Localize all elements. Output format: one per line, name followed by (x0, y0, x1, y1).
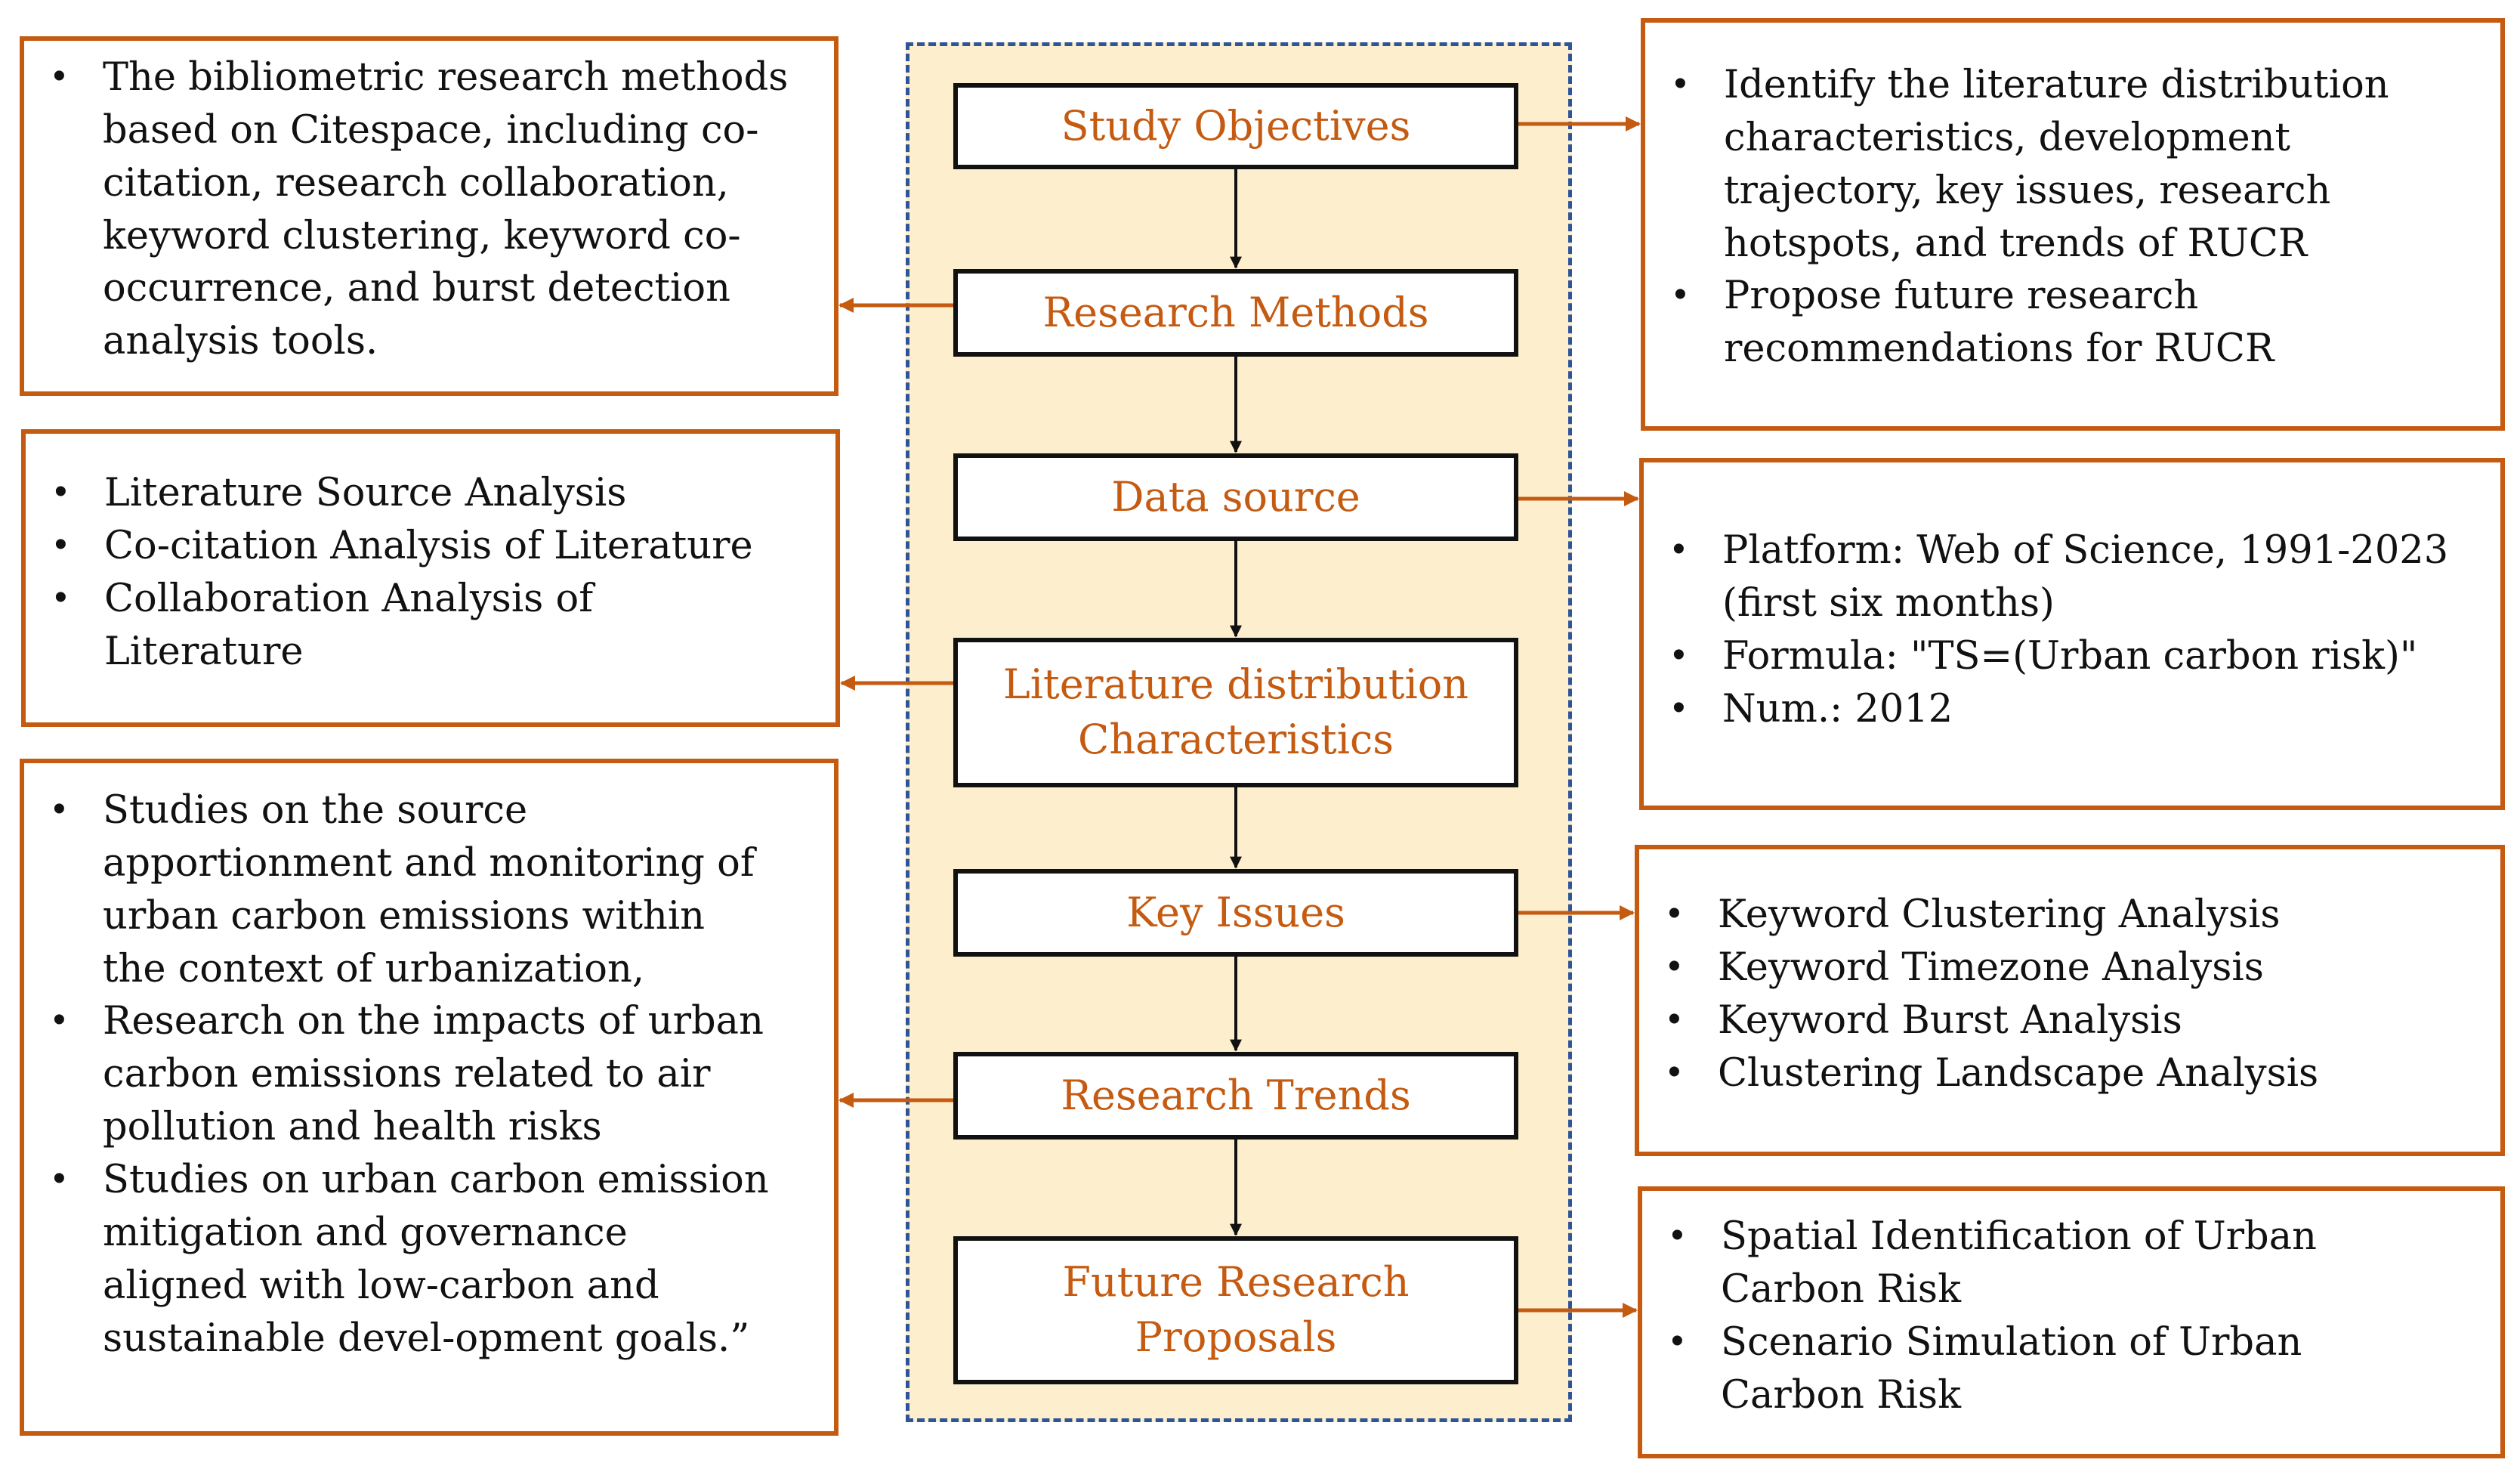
bullet-list: Spatial Identification of Urban Carbon R… (1642, 1211, 2500, 1421)
bullet-item: The bibliometric research methods based … (24, 51, 834, 368)
bullet-list: Keyword Clustering Analysis Keyword Time… (1639, 889, 2500, 1099)
bullet-item: Keyword Burst Analysis (1639, 994, 2500, 1047)
bullet-item: Num.: 2012 (1644, 683, 2500, 736)
step-label-line: Research Trends (1061, 1071, 1411, 1119)
step-label-line: Data source (1111, 472, 1360, 521)
bullet-line: Carbon Risk (1721, 1266, 1962, 1312)
bullet-item: Studies on the source apportionment and … (24, 784, 834, 995)
bullet-item: Co-citation Analysis of Literature (26, 520, 835, 573)
bullet-item: Keyword Clustering Analysis (1639, 889, 2500, 942)
bullet-line: recommendations for RUCR (1724, 326, 2274, 372)
bullet-item: Research on the impacts of urban carbon … (24, 995, 834, 1154)
bullet-list: Platform: Web of Science, 1991-2023 (fir… (1644, 524, 2500, 735)
bullet-item: Keyword Timezone Analysis (1639, 942, 2500, 994)
bullet-line: hotspots, and trends of RUCR (1724, 221, 2308, 266)
step-label-line: Proposals (1135, 1313, 1337, 1361)
bullet-line: Platform: Web of Science, 1991-2023 (1722, 528, 2449, 573)
bullet-line: Spatial Identification of Urban (1721, 1214, 2317, 1259)
bullet-line: (first six months) (1722, 580, 2055, 626)
bullet-line: apportionment and monitoring of (103, 840, 755, 886)
bullet-line: the context of urbanization, (103, 946, 645, 991)
note-future-proposals: Spatial Identification of Urban Carbon R… (1638, 1186, 2505, 1458)
step-label-line: Literature distribution (1002, 660, 1469, 709)
bullet-line: Num.: 2012 (1722, 686, 1953, 731)
step-literature-distribution: Literature distribution Characteristics (953, 638, 1518, 787)
bullet-list: Identify the literature distribution cha… (1645, 59, 2500, 376)
step-label-line: Future Research (1062, 1258, 1410, 1307)
step-research-trends: Research Trends (953, 1052, 1518, 1140)
bullet-line: Literature Source Analysis (104, 471, 627, 515)
bullet-line: keyword clustering, keyword co- (103, 213, 741, 258)
bullet-line: Clustering Landscape Analysis (1718, 1050, 2319, 1096)
bullet-list: Studies on the source apportionment and … (24, 784, 834, 1365)
bullet-item: Clustering Landscape Analysis (1639, 1047, 2500, 1100)
step-label-line: Characteristics (1078, 716, 1394, 763)
bullet-line: Studies on the source (103, 788, 528, 833)
bullet-list: The bibliometric research methods based … (24, 51, 834, 368)
note-research-methods: The bibliometric research methods based … (20, 36, 838, 396)
bullet-line: mitigation and governance (103, 1210, 628, 1255)
bullet-line: Research on the impacts of urban (103, 999, 764, 1044)
bullet-line: Identify the literature distribution (1724, 63, 2389, 107)
bullet-line: carbon emissions related to air (103, 1052, 711, 1097)
bullet-line: Co-citation Analysis of Literature (104, 523, 753, 568)
bullet-item: Studies on urban carbon emission mitigat… (24, 1154, 834, 1365)
step-future-research-proposals: Future Research Proposals (953, 1236, 1518, 1384)
bullet-line: citation, research collaboration, (103, 160, 729, 206)
note-key-issues: Keyword Clustering Analysis Keyword Time… (1635, 845, 2505, 1156)
bullet-item: Collaboration Analysis of Literature (26, 573, 835, 679)
bullet-item: Identify the literature distribution cha… (1645, 59, 2500, 270)
bullet-line: Keyword Burst Analysis (1718, 997, 2182, 1043)
step-key-issues: Key Issues (953, 869, 1518, 957)
bullet-line: based on Citespace, including co- (103, 107, 759, 153)
step-label-line: Study Objectives (1061, 101, 1411, 150)
bullet-line: Carbon Risk (1721, 1372, 1962, 1418)
step-label-line: Key Issues (1126, 888, 1345, 936)
bullet-item: Propose future research recommendations … (1645, 270, 2500, 376)
bullet-line: analysis tools. (103, 319, 378, 364)
note-research-trends: Studies on the source apportionment and … (20, 759, 838, 1436)
bullet-line: aligned with low-carbon and (103, 1263, 659, 1308)
bullet-item: Literature Source Analysis (26, 467, 835, 520)
bullet-item: Platform: Web of Science, 1991-2023 (fir… (1644, 524, 2500, 630)
bullet-line: trajectory, key issues, research (1724, 168, 2331, 213)
bullet-line: Literature (104, 629, 304, 674)
step-label-line: Research Methods (1042, 288, 1429, 336)
bullet-line: urban carbon emissions within (103, 893, 705, 939)
bullet-line: Collaboration Analysis of (104, 576, 594, 621)
bullet-line: characteristics, development (1724, 115, 2291, 160)
bullet-line: occurrence, and burst detection (103, 266, 730, 311)
note-data-source: Platform: Web of Science, 1991-2023 (fir… (1639, 458, 2505, 810)
bullet-line: sustainable devel-opment goals.” (103, 1316, 750, 1361)
step-research-methods: Research Methods (953, 269, 1518, 357)
bullet-line: Propose future research (1724, 274, 2199, 319)
bullet-list: Literature Source Analysis Co-citation A… (26, 467, 835, 678)
bullet-item: Scenario Simulation of Urban Carbon Risk (1642, 1316, 2500, 1422)
bullet-line: The bibliometric research methods (103, 55, 789, 100)
note-literature-distribution: Literature Source Analysis Co-citation A… (21, 429, 840, 727)
bullet-line: Scenario Simulation of Urban (1721, 1319, 2302, 1365)
bullet-line: Formula: "TS=(Urban carbon risk)" (1722, 633, 2418, 679)
bullet-item: Formula: "TS=(Urban carbon risk)" (1644, 630, 2500, 683)
bullet-line: Keyword Clustering Analysis (1718, 892, 2281, 937)
bullet-line: pollution and health risks (103, 1105, 602, 1150)
step-study-objectives: Study Objectives (953, 83, 1518, 169)
bullet-item: Spatial Identification of Urban Carbon R… (1642, 1211, 2500, 1316)
bullet-line: Studies on urban carbon emission (103, 1158, 769, 1203)
bullet-line: Keyword Timezone Analysis (1718, 945, 2264, 990)
note-study-objectives: Identify the literature distribution cha… (1641, 18, 2505, 431)
step-data-source: Data source (953, 453, 1518, 541)
